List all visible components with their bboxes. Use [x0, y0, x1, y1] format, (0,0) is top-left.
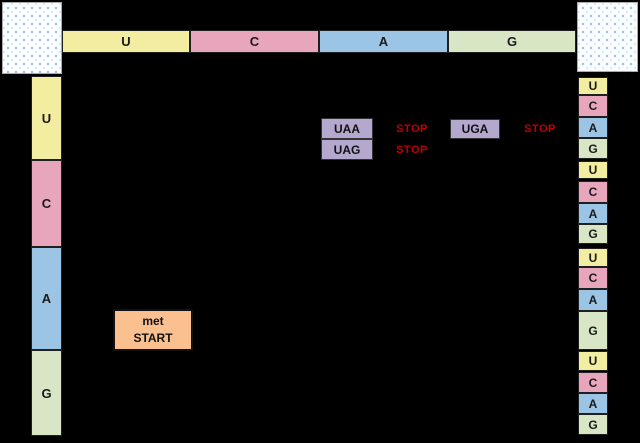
header-cell-a: A: [319, 30, 448, 53]
right-axis-cell: C: [578, 372, 608, 393]
right-axis-cell: U: [578, 161, 608, 179]
right-axis-cell: U: [578, 351, 608, 371]
left-axis-cell-u: U: [31, 76, 62, 160]
dotted-corner-top-left: [2, 2, 62, 74]
right-axis-cell: C: [578, 181, 608, 203]
right-axis-cell: A: [578, 393, 608, 414]
right-axis-cell: G: [578, 311, 608, 350]
stop-codon-box-uaa: UAA: [321, 118, 373, 139]
header-cell-c: C: [190, 30, 319, 53]
header-cell-u: U: [62, 30, 190, 53]
dotted-corner-top-right: [577, 2, 638, 72]
right-axis-cell: C: [578, 267, 608, 289]
left-axis-cell-g: G: [31, 350, 62, 436]
right-axis-cell: A: [578, 289, 608, 311]
left-axis-cell-c: C: [31, 160, 62, 247]
left-axis-cell-a: A: [31, 247, 62, 350]
header-cell-g: G: [448, 30, 576, 53]
stop-label: STOP: [396, 122, 428, 135]
right-axis-cell: G: [578, 138, 608, 159]
stop-codon-box-uag: UAG: [321, 139, 373, 160]
start-label: START: [133, 331, 173, 345]
right-axis-cell: G: [578, 414, 608, 435]
stop-codon-box-uga: UGA: [450, 119, 500, 139]
right-axis-cell: U: [578, 248, 608, 267]
right-axis-cell: A: [578, 117, 608, 138]
stop-label: STOP: [524, 123, 556, 135]
right-axis-cell: U: [578, 77, 608, 95]
right-axis-cell: G: [578, 224, 608, 244]
stop-label: STOP: [396, 143, 428, 156]
right-axis-cell: A: [578, 203, 608, 224]
right-axis-cell: C: [578, 95, 608, 117]
start-codon-box: met START: [113, 309, 193, 351]
start-amino-acid: met: [142, 313, 164, 328]
